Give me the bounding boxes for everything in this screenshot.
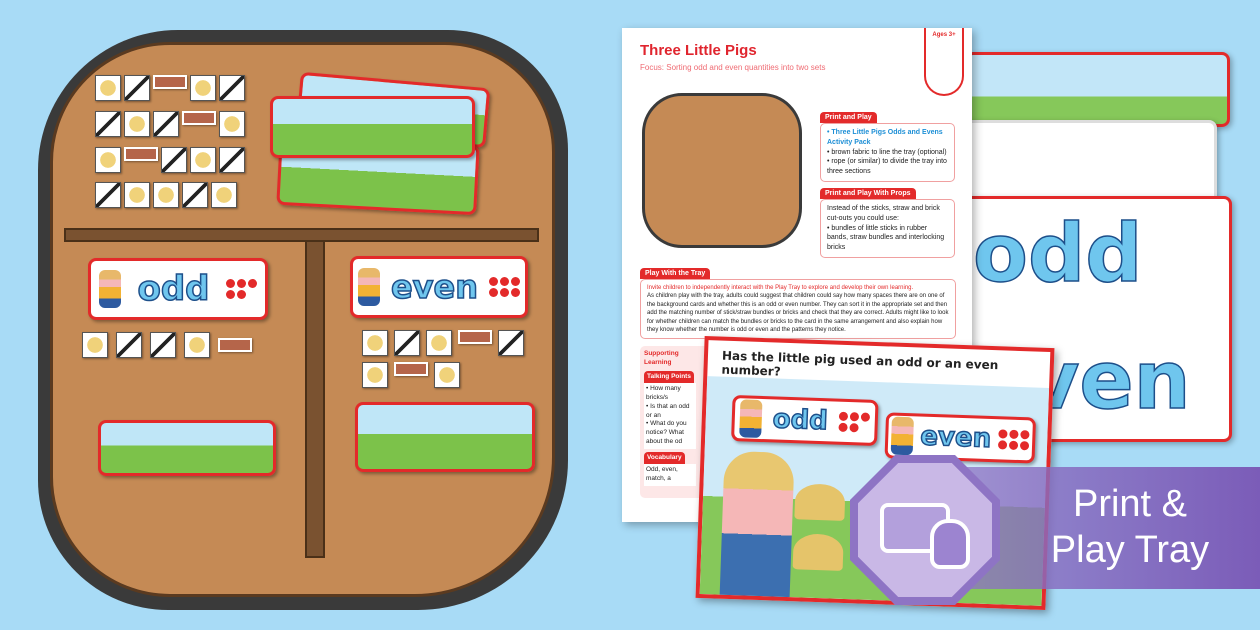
odd-label: odd [137, 268, 211, 310]
even-tiles [362, 330, 542, 388]
pig-icon [358, 268, 381, 306]
rope-vertical [305, 240, 325, 558]
odd-dots [225, 279, 257, 299]
props-heading: Print and Play With Props [820, 187, 916, 199]
scene-card [270, 96, 475, 158]
doc-focus: Focus: Sorting odd and even quantities i… [640, 63, 826, 72]
rope-horizontal [64, 228, 539, 242]
pig-icon [99, 270, 122, 308]
doc-title: Three Little Pigs [640, 42, 757, 59]
background-scene-card [965, 52, 1230, 127]
even-dots [488, 277, 520, 297]
brick-cutouts-sheet [955, 120, 1217, 205]
ages-badge: Ages 3+ [924, 28, 964, 96]
large-odd-label: odd [972, 206, 1143, 301]
odd-card: odd [88, 258, 268, 320]
odd-scene-card [98, 420, 276, 476]
even-scene-card [355, 402, 535, 472]
pig-character [719, 450, 795, 604]
even-label: even [390, 267, 479, 307]
odd-tiles [82, 332, 252, 358]
banner-line-2: Play Tray [1050, 529, 1210, 571]
print-play-tray-banner: Print & Play Tray [960, 467, 1260, 589]
activity-pack-link[interactable]: Three Little Pigs Odds and Evens Activit… [827, 129, 943, 146]
props-box: Instead of the sticks, straw and brick c… [820, 198, 955, 258]
banner-line-1: Print & [1072, 483, 1188, 525]
doc-tray-thumbnail [642, 93, 802, 248]
play-with-tray-heading: Play With the Tray [640, 268, 711, 279]
straw-bundle [794, 483, 846, 521]
tile-pile [95, 75, 255, 215]
even-card: even [350, 256, 528, 318]
large-odd-even-cards: odd even [930, 196, 1232, 442]
worksheet-odd-card: odd [731, 394, 879, 447]
play-with-tray-box: Invite children to independently interac… [640, 279, 956, 340]
straw-bundle [792, 533, 844, 571]
printer-hand-icon [858, 463, 992, 597]
print-and-play-heading: Print and Play [820, 112, 877, 123]
print-and-play-box: • Three Little Pigs Odds and Evens Activ… [820, 123, 955, 182]
